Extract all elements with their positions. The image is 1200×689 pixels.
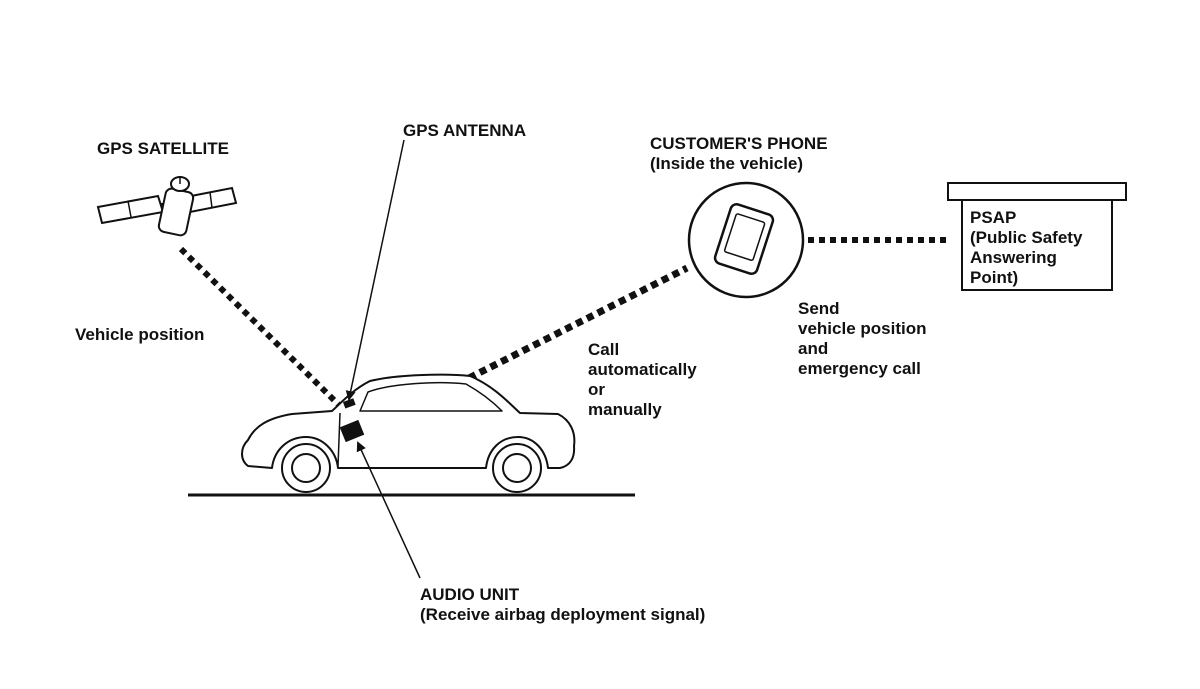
vehicle-position-label: Vehicle position bbox=[75, 325, 205, 344]
send-position-label: Send vehicle position and emergency call bbox=[798, 299, 927, 378]
building-icon bbox=[947, 182, 1127, 291]
audio-unit-icon bbox=[339, 419, 365, 443]
audio-unit-pointer bbox=[356, 441, 421, 579]
satellite-signal-line bbox=[178, 246, 343, 409]
gps-antenna-pointer bbox=[345, 139, 405, 401]
psap-label: PSAP (Public Safety Answering Point) bbox=[970, 208, 1083, 287]
customer-phone-label: CUSTOMER'S PHONE (Inside the vehicle) bbox=[650, 134, 828, 173]
gps-antenna-label: GPS ANTENNA bbox=[403, 121, 527, 140]
car-icon bbox=[241, 373, 576, 493]
smartphone-icon bbox=[687, 181, 805, 299]
satellite-icon bbox=[96, 176, 238, 237]
call-method-label: Call automatically or manually bbox=[588, 340, 697, 419]
gps-satellite-label: GPS SATELLITE bbox=[97, 139, 229, 158]
audio-unit-label: AUDIO UNIT (Receive airbag deployment si… bbox=[420, 585, 706, 624]
